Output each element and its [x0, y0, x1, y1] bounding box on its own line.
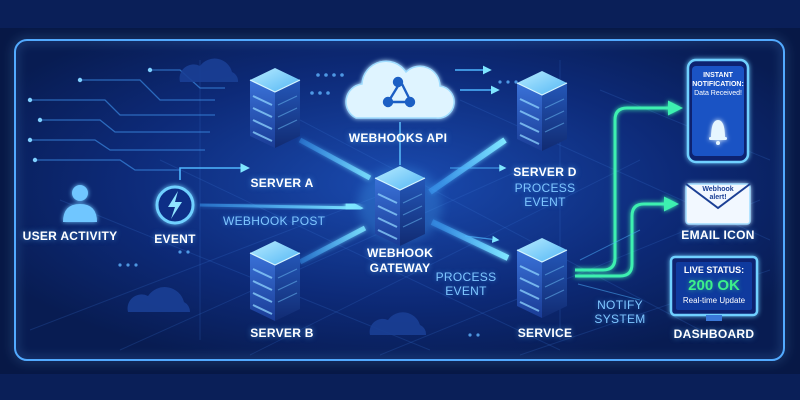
lightning-icon: [168, 191, 182, 219]
circuit-traces: [30, 69, 225, 171]
server-b-label: SERVER B: [250, 326, 314, 340]
email-icon-caption: EMAIL ICON: [681, 228, 755, 242]
webhooks-api-label: WEBHOOKS API: [348, 131, 448, 145]
server-d-icon[interactable]: [516, 70, 568, 152]
server-b-icon[interactable]: [249, 240, 301, 322]
dashboard-caption: DASHBOARD: [673, 327, 755, 341]
envelope-icon[interactable]: [685, 183, 751, 225]
phone-line2: NOTIFICATION:: [692, 81, 744, 88]
phone-line3: Data Received!: [694, 90, 742, 97]
gateway-icon[interactable]: [358, 165, 442, 247]
email-line2: alert!: [709, 194, 727, 201]
bell-icon: [709, 120, 727, 145]
server-a-label: SERVER A: [250, 176, 314, 190]
service-label: SERVICE: [517, 326, 573, 340]
email-card-text: Webhook alert!: [696, 186, 740, 202]
gateway-label-line1: WEBHOOK: [366, 246, 434, 260]
server-a-icon[interactable]: [249, 67, 301, 149]
status-value: 200 OK: [688, 277, 740, 294]
edge-webhook-post: [199, 198, 364, 217]
edge-gateway-server-d: [428, 137, 507, 195]
status-label: LIVE STATUS:: [683, 265, 745, 275]
phone-line1: INSTANT: [703, 72, 733, 79]
dot-decorations: [118, 73, 518, 337]
edge-event-server-a: [179, 163, 250, 180]
user-activity-label: USER ACTIVITY: [22, 229, 118, 243]
edge-server-b-gateway: [298, 225, 367, 265]
phone-notification-text: INSTANT NOTIFICATION: Data Received!: [692, 71, 744, 98]
server-d-label: SERVER D: [513, 165, 577, 179]
circuit-dots: [27, 67, 153, 163]
status-subtext: Real-time Update: [682, 296, 746, 305]
event-node[interactable]: [155, 185, 195, 225]
cloud-icon: [127, 58, 427, 335]
edge-gateway-service: [430, 219, 510, 261]
edge-service-phone: [575, 100, 683, 272]
user-icon: [63, 185, 97, 222]
webhooks-api-node[interactable]: [345, 60, 455, 119]
notify-label-line2: SYSTEM: [594, 312, 646, 326]
process-event-2-line2: EVENT: [445, 284, 487, 298]
event-label: EVENT: [154, 232, 196, 246]
process-event-1-line2: EVENT: [524, 195, 566, 209]
edges: [103, 65, 683, 301]
service-icon[interactable]: [516, 237, 568, 319]
edge-service-email: [575, 196, 679, 278]
phone-notification[interactable]: [686, 58, 750, 164]
gateway-label-line2: GATEWAY: [369, 261, 431, 275]
process-event-1-line1: PROCESS: [514, 181, 576, 195]
dashboard-screen: LIVE STATUS: 200 OK Real-time Update: [676, 264, 752, 307]
webhook-post-label: WEBHOOK POST: [223, 214, 326, 228]
webhook-cloud-icon: [382, 76, 416, 108]
email-line1: Webhook: [702, 186, 734, 193]
edge-server-a-gateway: [298, 137, 372, 181]
notify-label-line1: NOTIFY: [597, 298, 643, 312]
dashboard-monitor[interactable]: [669, 255, 759, 321]
process-event-2-line1: PROCESS: [435, 270, 497, 284]
